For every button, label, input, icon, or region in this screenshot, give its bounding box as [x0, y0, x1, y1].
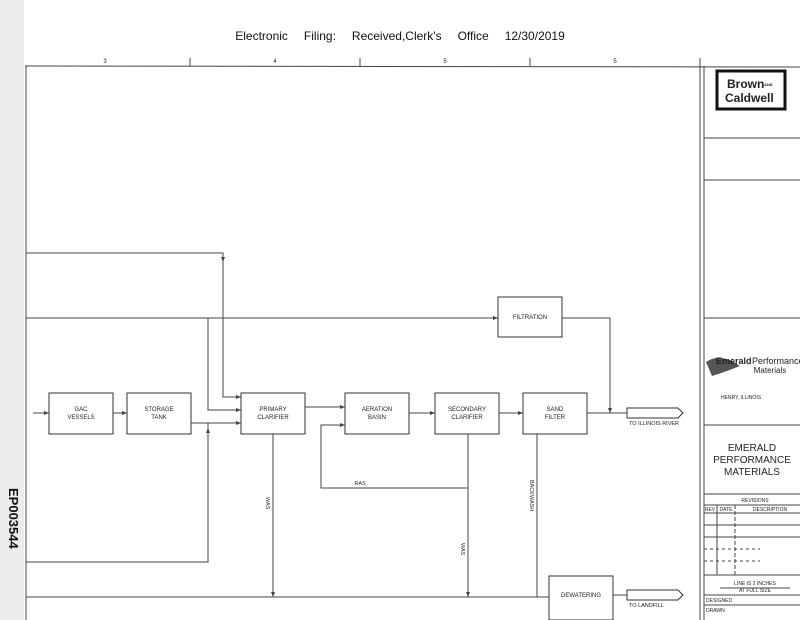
box-label: VESSELS	[67, 415, 94, 421]
box-label: SECONDARY	[448, 407, 486, 413]
rev-col: REV	[705, 507, 716, 513]
flow-lines	[26, 252, 627, 598]
drawn-label: DRAWN	[706, 608, 725, 614]
box-label: TANK	[151, 415, 167, 421]
revisions-heading: REVISIONS	[741, 498, 769, 504]
storage-tank-box: STORAGE TANK	[126, 392, 192, 435]
stamp-word: Filing:	[303, 29, 336, 43]
box-label: SAND	[547, 407, 564, 413]
project-title: EMERALD	[728, 443, 776, 454]
scan-margin	[0, 0, 24, 620]
dewatering-box: DEWATERING	[548, 575, 614, 620]
logo-text: Materials	[754, 366, 786, 375]
stamp-date: 12/30/2019	[504, 29, 565, 43]
logo-text: Caldwell	[725, 91, 774, 105]
box-label: FILTRATION	[513, 315, 547, 321]
box-label: CLARIFIER	[257, 415, 289, 421]
project-title: PERFORMANCE	[713, 455, 791, 466]
ras-label: RAS	[354, 481, 366, 487]
box-label: DEWATERING	[561, 593, 601, 599]
gac-vessels-box: GAC VESSELS	[48, 392, 114, 435]
box-label: STORAGE	[144, 407, 173, 413]
was-label: WAS	[264, 497, 270, 510]
rev-col: DATE	[720, 507, 734, 513]
grid-number: 5	[443, 59, 447, 65]
backwash-label: BACKWASH	[528, 480, 534, 511]
filing-stamp: Electronic Filing: Received,Clerk's Office 1…	[0, 29, 800, 43]
logo-text: AND	[764, 82, 773, 87]
bates-number: EP003544	[6, 488, 21, 549]
location-text: HENRY, ILLINOIS	[721, 395, 762, 401]
was-label: WAS	[459, 543, 465, 556]
brown-caldwell-logo	[715, 69, 787, 111]
grid-number: 4	[273, 59, 277, 65]
scale-note: AT FULL SIZE	[739, 588, 772, 594]
primary-clarifier-box: PRIMARY CLARIFIER	[240, 392, 306, 435]
box-label: AERATION	[362, 407, 392, 413]
title-block: Brown AND Caldwell Emerald Performance M…	[704, 69, 800, 614]
box-label: GAC	[74, 407, 88, 413]
sand-filter-box: SAND FILTER	[522, 392, 588, 435]
grid-number: 5	[613, 59, 617, 65]
logo-text: Emerald	[716, 356, 752, 366]
river-outlet-connector: TO ILLINOIS RIVER	[626, 407, 684, 427]
project-title: MATERIALS	[724, 467, 780, 478]
grid-number: 3	[103, 59, 107, 65]
logo-text: Performance	[752, 356, 800, 366]
secondary-clarifier-box: SECONDARY CLARIFIER	[434, 392, 500, 435]
box-label: CLARIFIER	[451, 415, 483, 421]
drawing-border: 3 4 5 5	[24, 58, 800, 620]
designed-label: DESIGNED	[706, 598, 733, 604]
box-label: BASIN	[368, 415, 386, 421]
emerald-logo-icon	[706, 357, 740, 376]
rev-col: DESCRIPTION	[753, 507, 788, 513]
scale-note: LINE IS 2 INCHES	[734, 581, 776, 587]
logo-text: Brown	[727, 77, 764, 91]
connector-label: TO ILLINOIS RIVER	[629, 421, 679, 427]
connector-label: TO LANDFILL	[629, 603, 664, 609]
filtration-box: FILTRATION	[497, 296, 563, 338]
box-label: PRIMARY	[259, 407, 286, 413]
stamp-word: Electronic	[235, 29, 288, 43]
stamp-word: Office	[457, 29, 489, 43]
stamp-word: Received,Clerk's	[351, 29, 442, 43]
box-label: FILTER	[545, 415, 566, 421]
landfill-outlet-connector: TO LANDFILL	[626, 589, 684, 609]
aeration-basin-box: AERATION BASIN	[344, 392, 410, 435]
